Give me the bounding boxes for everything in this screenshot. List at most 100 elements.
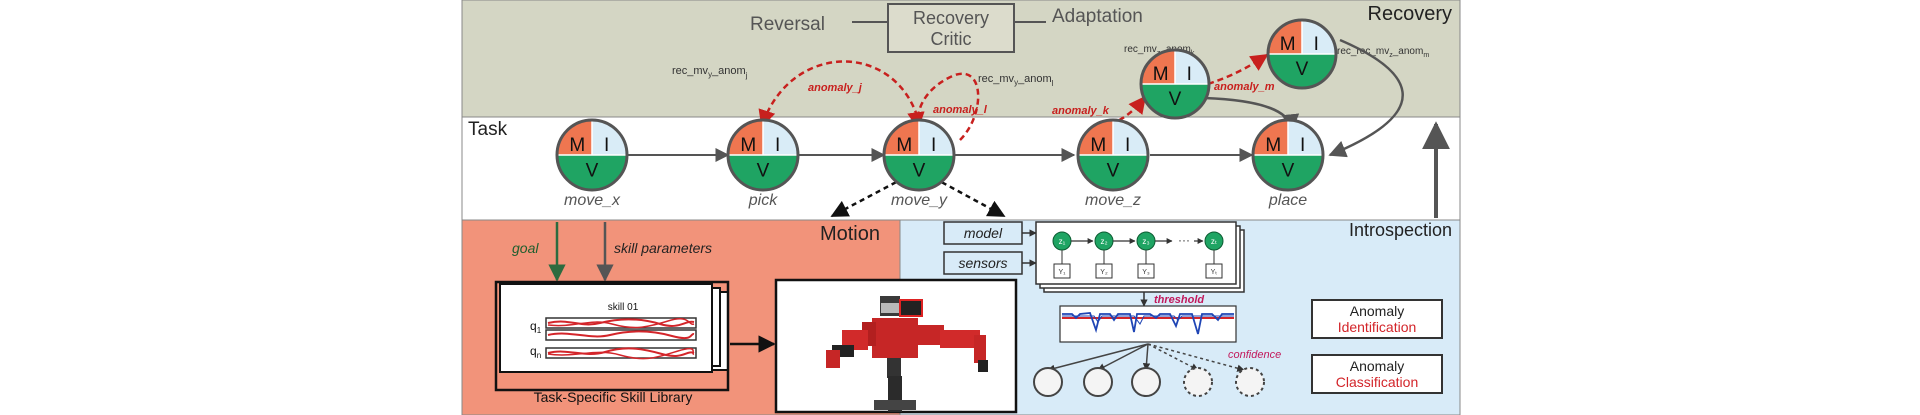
- miv-i-label: I: [604, 135, 609, 156]
- introspection-title: Introspection: [1349, 220, 1452, 240]
- svg-text:z₂: z₂: [1100, 237, 1107, 246]
- anomaly-l-arrow: [907, 72, 980, 141]
- miv-v-label: V: [1107, 161, 1120, 182]
- hmm-obs-t: Yₜ: [1205, 250, 1223, 279]
- miv-m-label: M: [740, 135, 756, 156]
- motion-title: Motion: [820, 223, 880, 245]
- task-title: Task: [468, 119, 508, 140]
- svg-text:Yₜ: Yₜ: [1211, 269, 1218, 276]
- trajectory-q1-curve: [547, 318, 695, 327]
- sensors-label: sensors: [958, 255, 1007, 271]
- node-label-move-x: move_x: [564, 192, 621, 209]
- miv-outline: [882, 118, 956, 192]
- miv-i-label: I: [775, 135, 780, 156]
- miv-m-label: M: [896, 135, 912, 156]
- hmm-obs-3: Y₃: [1137, 250, 1155, 279]
- miv-v-segment: [884, 155, 954, 190]
- anomaly-classification-box[interactable]: [1311, 354, 1443, 394]
- miv-outline: [1139, 48, 1211, 120]
- recovery-m-to-place-arrow: [1328, 38, 1404, 158]
- adaptation-label: Adaptation: [1052, 6, 1143, 27]
- node-label-move-y: move_y: [891, 192, 948, 209]
- class-circle-4: [1183, 367, 1213, 397]
- svg-text:zₜ: zₜ: [1211, 237, 1217, 246]
- miv-v-segment: [1141, 84, 1209, 118]
- class-circle-1: [1033, 367, 1063, 397]
- hmm-state-2: z₂: [1094, 231, 1114, 251]
- miv-m-segment: [728, 120, 763, 155]
- rec-label-j: rec_mvy_anomj: [672, 65, 748, 80]
- anomaly-identification-line2: Identification: [1338, 319, 1417, 335]
- miv-i-label: I: [931, 135, 936, 156]
- miv-i-label: I: [1314, 34, 1319, 55]
- node-label-place: place: [1268, 192, 1307, 209]
- svg-text:z₁: z₁: [1059, 237, 1066, 246]
- anomaly-identification-box[interactable]: [1311, 299, 1443, 339]
- miv-outline: [1266, 18, 1338, 90]
- trajectory-mid-curve: [547, 330, 695, 340]
- miv-m-label: M: [569, 135, 585, 156]
- skill-library-label: Task-Specific Skill Library: [534, 389, 693, 405]
- model-label: model: [964, 225, 1003, 241]
- trajectory-qn-curve: [547, 347, 695, 357]
- recovery-critic-line1: Recovery: [913, 8, 989, 28]
- miv-m-segment: [557, 120, 592, 155]
- anomaly-identification-line1: Anomaly: [1350, 303, 1404, 319]
- miv-i-label: I: [1125, 135, 1130, 156]
- recovery-critic-box: [887, 3, 1015, 53]
- skill-parameters-label: skill parameters: [614, 240, 712, 256]
- svg-text:Y₁: Y₁: [1058, 269, 1066, 276]
- miv-m-segment: [884, 120, 919, 155]
- miv-i-segment: [592, 120, 627, 155]
- skill-library-frame: [494, 280, 730, 392]
- hmm-state-3: z₃: [1136, 231, 1156, 251]
- trajectory-qn-curve-b: [547, 347, 695, 360]
- hmm-state-t: zₜ: [1204, 231, 1224, 251]
- node-label-pick: pick: [748, 192, 778, 209]
- hmm-dots: ···: [1178, 233, 1190, 247]
- goal-label: goal: [512, 240, 539, 256]
- anomaly-k-label: anomaly_k: [1052, 105, 1110, 117]
- signal-trace-b: [1062, 315, 1234, 325]
- class-circle-3: [1131, 367, 1161, 397]
- threshold-label: threshold: [1154, 294, 1204, 306]
- miv-m-label: M: [1265, 135, 1281, 156]
- anomaly-classification-line2: Classification: [1336, 374, 1418, 390]
- anomaly-j-arrow: [758, 60, 922, 128]
- miv-v-segment: [728, 155, 798, 190]
- miv-v-label: V: [1282, 161, 1295, 182]
- recovery-title: Recovery: [1368, 3, 1452, 25]
- miv-outline: [1076, 118, 1150, 192]
- miv-i-segment: [1288, 120, 1323, 155]
- qn-label: qn: [530, 344, 541, 360]
- signal-plot-frame: [1059, 305, 1237, 343]
- anomaly-l-label: anomaly_l: [933, 104, 988, 116]
- miv-i-segment: [1175, 50, 1209, 84]
- miv-v-label: V: [586, 161, 599, 182]
- anomaly-classification-line1: Anomaly: [1350, 358, 1404, 374]
- miv-outline: [1251, 118, 1325, 192]
- confidence-label: confidence: [1228, 349, 1281, 361]
- confidence-tree: [1047, 343, 1245, 372]
- miv-i-segment: [1302, 20, 1336, 54]
- miv-v-segment: [1268, 54, 1336, 88]
- svg-text:z₃: z₃: [1142, 237, 1149, 246]
- svg-text:Y₂: Y₂: [1100, 269, 1108, 276]
- miv-m-segment: [1078, 120, 1113, 155]
- miv-i-label: I: [1187, 64, 1192, 85]
- miv-i-segment: [919, 120, 954, 155]
- reversal-label: Reversal: [750, 14, 825, 35]
- hmm-obs-1: Y₁: [1053, 250, 1071, 279]
- miv-outline: [555, 118, 629, 192]
- miv-m-segment: [1253, 120, 1288, 155]
- miv-m-segment: [1141, 50, 1175, 84]
- miv-m-segment: [1268, 20, 1302, 54]
- trajectory-q1-curve-b: [547, 318, 695, 329]
